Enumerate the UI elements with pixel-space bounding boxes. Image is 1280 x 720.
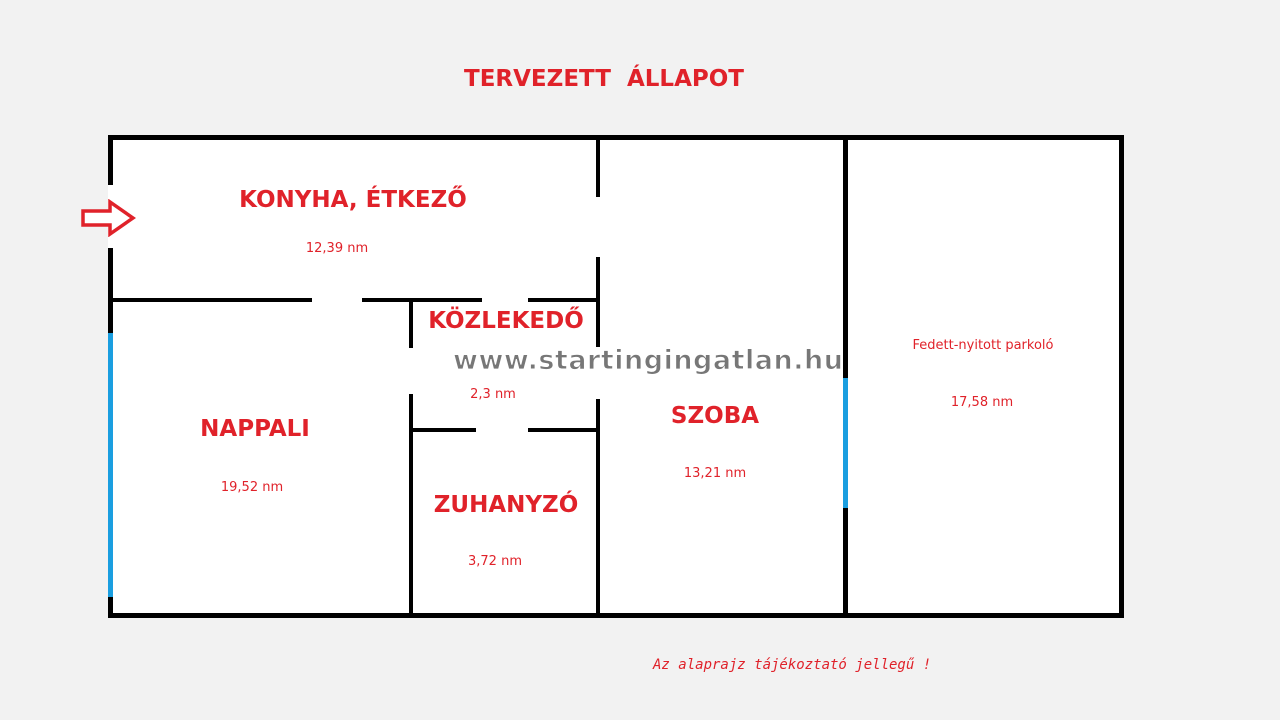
room-name-szoba: SZOBA (670, 403, 760, 429)
room-name-kozlekedo: KÖZLEKEDŐ (428, 308, 584, 334)
room-area-nappali: 19,52 nm (220, 480, 284, 495)
wall (843, 508, 848, 618)
watermark: www.startingingatlan.hu (452, 344, 844, 376)
window (843, 378, 848, 508)
wall (108, 248, 113, 333)
wall (596, 257, 600, 347)
room-name-nappali: NAPPALI (200, 416, 310, 442)
wall (108, 135, 1124, 140)
entrance-arrow-icon (81, 199, 136, 237)
disclaimer-note: Az alaprajz tájékoztató jellegű ! (653, 657, 932, 673)
room-area-konyha: 12,39 nm (305, 241, 369, 256)
wall (409, 428, 476, 432)
plan-title: TERVEZETT ÁLLAPOT (464, 66, 744, 92)
wall (108, 597, 113, 618)
wall (843, 135, 848, 378)
room-area-parkolo: 17,58 nm (950, 395, 1014, 410)
wall (528, 428, 600, 432)
room-name-konyha: KONYHA, ÉTKEZŐ (239, 187, 467, 213)
window (108, 333, 113, 597)
room-area-kozlekedo: 2,3 nm (470, 387, 516, 402)
wall (409, 298, 413, 348)
wall (596, 399, 600, 618)
floor-plan (108, 135, 1124, 618)
room-name-zuhanyzo: ZUHANYZÓ (433, 492, 579, 518)
room-area-szoba: 13,21 nm (683, 466, 747, 481)
wall (108, 135, 113, 185)
room-name-parkolo: Fedett-nyitott parkoló (912, 338, 1054, 353)
wall (528, 298, 600, 302)
wall (1119, 135, 1124, 618)
room-area-zuhanyzo: 3,72 nm (468, 554, 522, 569)
wall (108, 298, 312, 302)
wall (362, 298, 482, 302)
wall (108, 613, 1124, 618)
wall (409, 394, 413, 618)
wall (596, 135, 600, 197)
